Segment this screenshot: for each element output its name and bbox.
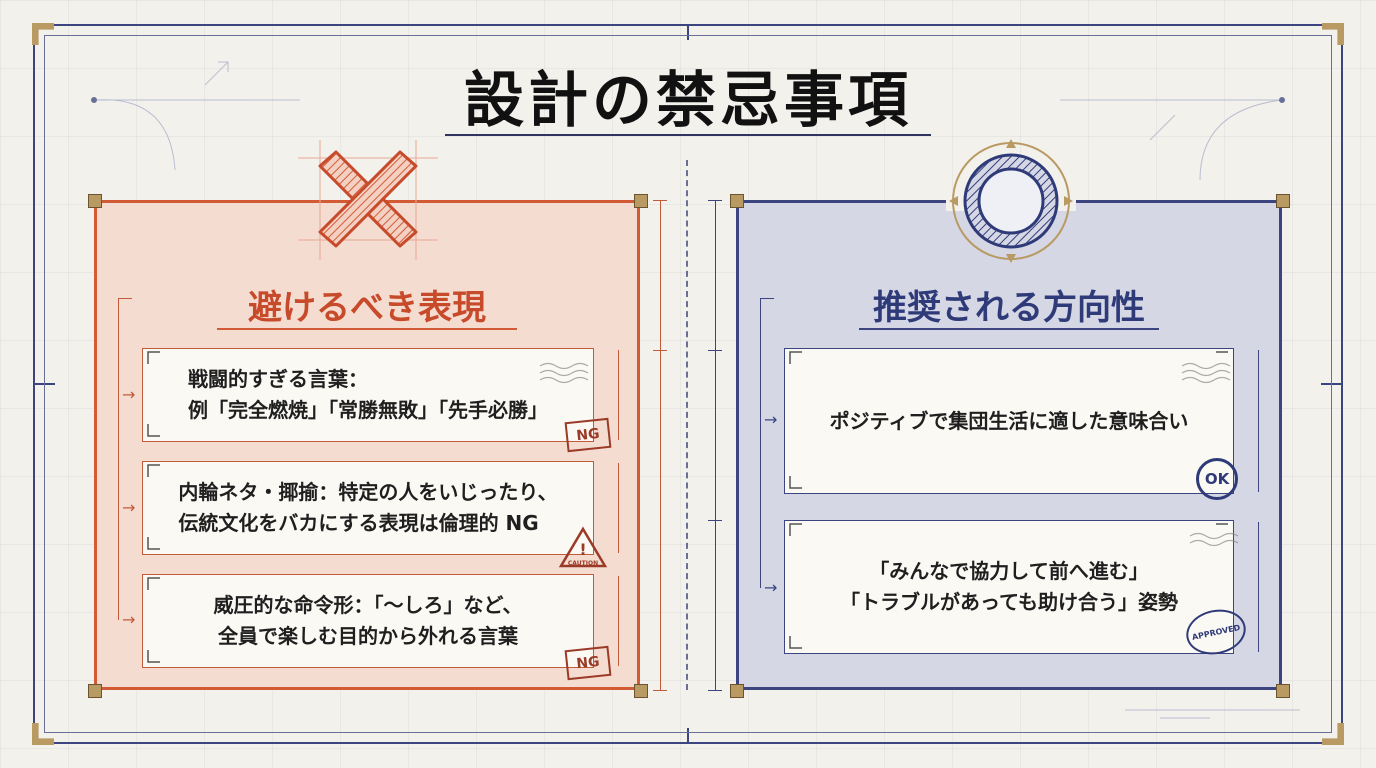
arrow-right-icon: → [122, 610, 136, 629]
svg-text:!: ! [579, 540, 586, 559]
panel-corner-marker [730, 194, 744, 208]
recommended-card-positive-meaning: ポジティブで集団生活に適した意味合い [784, 348, 1234, 494]
avoid-heading-underline [217, 328, 517, 330]
panel-corner-marker [1276, 684, 1290, 698]
title-underline [445, 134, 931, 136]
connector-rail [118, 298, 119, 620]
recommended-heading: 推奨される方向性 [873, 288, 1145, 328]
card-dimension-line [618, 350, 619, 440]
dimension-tick [708, 690, 722, 691]
connector-tick [760, 298, 774, 299]
dimension-tick [653, 200, 667, 201]
card-dimension-line [618, 463, 619, 553]
inner-frame [44, 35, 1332, 733]
avoid-card-commands: 威圧的な命令形：「〜しろ」など、 全員で楽しむ目的から外れる言葉 [142, 574, 594, 668]
caution-stamp: ! CAUTION [558, 526, 608, 568]
avoid-heading: 避けるべき表現 [248, 288, 486, 328]
card-text: 「みんなで協力して前へ進む」 「トラブルがあっても助け合う」姿勢 [840, 559, 1178, 614]
arrow-right-icon: → [764, 410, 778, 429]
dimension-line [715, 200, 716, 690]
recommended-heading-underline [859, 328, 1159, 330]
outer-frame [33, 24, 1343, 744]
dimension-tick [708, 350, 722, 351]
ng-stamp: NG [564, 645, 612, 681]
card-text: ポジティブで集団生活に適した意味合い [829, 408, 1189, 433]
avoid-card-combative-words: 戦闘的すぎる言葉： 例「完全燃焼」「常勝無敗」「先手必勝」 [142, 348, 594, 442]
dimension-tick [708, 200, 722, 201]
dimension-tick [653, 690, 667, 691]
connector-rail [760, 298, 761, 588]
panel-corner-marker [634, 194, 648, 208]
arrow-right-icon: → [764, 578, 778, 597]
panel-corner-marker [634, 684, 648, 698]
panel-corner-marker [730, 684, 744, 698]
cross-mark-icon [298, 140, 438, 260]
card-text: 内輪ネタ・揶揄：特定の人をいじったり、 伝統文化をバカにする表現は倫理的 NG [178, 480, 558, 535]
connector-tick [118, 298, 132, 299]
arrow-right-icon: → [122, 498, 136, 517]
card-text: 戦闘的すぎる言葉： 例「完全燃焼」「常勝無敗」「先手必勝」 [188, 367, 548, 422]
dimension-tick [653, 350, 667, 351]
card-dimension-line [1258, 350, 1259, 492]
svg-text:CAUTION: CAUTION [568, 560, 598, 567]
panel-corner-marker [88, 194, 102, 208]
avoid-card-inside-jokes: 内輪ネタ・揶揄：特定の人をいじったり、 伝統文化をバカにする表現は倫理的 NG [142, 461, 594, 555]
card-text: 威圧的な命令形：「〜しろ」など、 全員で楽しむ目的から外れる言葉 [213, 593, 523, 648]
card-dimension-line [618, 576, 619, 666]
page-title: 設計の禁忌事項 [464, 66, 912, 136]
dimension-line [660, 200, 661, 690]
card-dimension-line [1258, 522, 1259, 652]
center-divider [686, 160, 688, 690]
panel-corner-marker [1276, 194, 1290, 208]
ng-stamp: NG [564, 417, 612, 453]
dimension-tick [708, 520, 722, 521]
arrow-right-icon: → [122, 385, 136, 404]
panel-corner-marker [88, 684, 102, 698]
ok-stamp: OK [1196, 458, 1238, 500]
circle-mark-icon [946, 139, 1076, 263]
recommended-card-cooperation: 「みんなで協力して前へ進む」 「トラブルがあっても助け合う」姿勢 [784, 520, 1234, 654]
